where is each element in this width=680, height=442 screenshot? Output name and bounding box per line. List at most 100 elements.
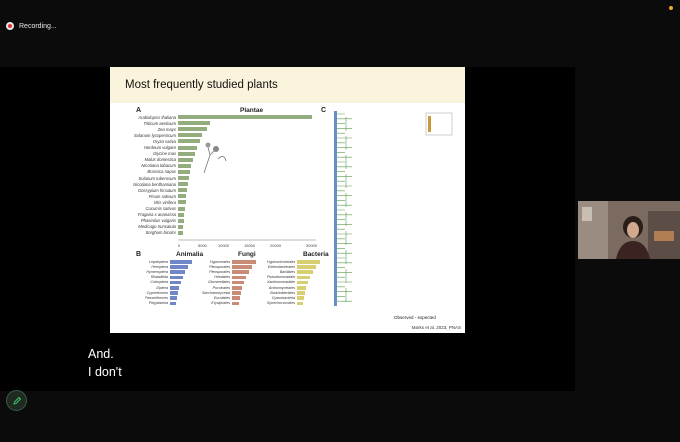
animalia-title: Animalia [176,251,204,258]
slide-citation: Marks et al. 2023, PNAS [411,325,461,330]
x-tick-20000: 20000 [270,243,282,248]
bacteria-bar [297,291,305,295]
species-bar [178,176,189,180]
bacteria-bar [297,280,308,285]
fungi-label: Saccharomycetales [202,290,230,295]
plantae-x-axis [178,239,316,241]
bacteria-title: Bacteria [303,251,329,258]
fungi-bar [232,265,252,269]
bacteria-label: Burkholderiales [270,290,295,295]
species-bar [178,121,211,126]
fungi-bar [232,260,256,264]
x-tick-0: 0 [178,243,181,248]
animalia-label: Hymenoptera [146,269,168,274]
panel-c-letter: C [321,107,327,114]
species-bar [178,188,188,193]
caption-line-2: I don't [88,365,122,379]
recording-status: Recording... [6,18,57,34]
fungi-label: Eurotiales [214,295,230,300]
animalia-label: Hemiptera [151,264,168,269]
observed-expected-label: Observed - expected [394,315,436,320]
animalia-bar [170,280,181,285]
species-bar [178,151,195,156]
animalia-label: Lepidoptera [149,259,168,264]
presentation-slide: Most frequently studied plants A Plantae… [110,67,465,333]
bacteria-label: Synechococcales [267,301,295,306]
annotate-button[interactable] [6,390,27,411]
animalia-bar [170,286,179,290]
species-label: Sorghum bicolor [145,230,177,236]
species-label: Malus domestica [144,157,176,163]
bacteria-label: Actinomycetales [268,285,295,290]
fungi-bar [232,280,244,285]
fungi-label: Glomerellales [208,280,230,285]
fungi-label: Helotiales [214,275,230,280]
panel-b-letter: B [136,251,142,258]
species-label: Zea mays [157,126,176,132]
species-label: Solanum tuberosum [138,175,176,181]
bacteria-label: Bacillales [279,269,295,274]
species-bar [178,163,192,168]
species-label: Arabidopsis thaliana [138,114,176,120]
x-tick-10000: 10000 [218,243,230,248]
plant-silhouette-icons [203,142,227,174]
pencil-icon [12,396,21,405]
animalia-bar [170,265,188,269]
slide-title: Most frequently studied plants [110,67,465,103]
species-bar [178,115,312,119]
x-tick-5000: 5000 [198,243,207,248]
bacteria-bar [297,265,316,269]
panel-a-letter: A [136,107,142,114]
phylogenetic-tree [334,111,453,306]
animalia-bar [170,296,177,300]
bacteria-bar [297,301,303,306]
bacteria-label: Xanthomonadales [267,280,295,285]
fungi-label: Pleosporales [209,269,230,274]
species-label: Hordeum vulgare [143,145,176,150]
fungi-bar [232,301,239,306]
x-tick-30000: 30000 [306,243,318,248]
species-label: Solanum lycopersicum [133,132,176,138]
x-tick-15000: 15000 [244,243,256,248]
species-label: Glycine max [152,151,176,157]
fungi-bar [232,270,249,274]
species-bar [178,218,184,223]
animalia-bar [170,291,178,295]
fungi-label: Puccinales [212,285,230,290]
bacteria-label: Hyphomicrobiales [267,259,295,264]
animalia-bar [170,260,192,264]
animalia-label: Polyplacinia [148,301,168,306]
fungi-label: Pleosporales [209,264,230,269]
plantae-title: Plantae [240,107,264,114]
animalia-label: Passeriformes [145,295,168,300]
species-label: Triticum aestivum [143,120,177,126]
animalia-label: Cyprinformes [146,290,168,295]
bacteria-label: Enterobacterales [267,264,295,269]
caption-line-1: And. [88,347,114,361]
participant-video-tile[interactable] [578,201,680,259]
live-caption: And. I don't [88,345,122,381]
fungi-label: Erysiphales [211,301,230,306]
animalia-label: Coleoptera [150,280,168,285]
participant-video-frame [578,201,680,259]
animalia-bar [170,270,185,274]
record-icon [6,22,14,30]
fungi-bar [232,275,246,280]
bacteria-label: Pseudomonadales [267,275,295,280]
fungi-title: Fungi [238,251,256,258]
species-bar [178,145,197,150]
species-label: Phaseolus vulgaris [140,218,176,224]
bacteria-bar [297,286,306,290]
animalia-label: Rhabditida [150,275,168,280]
species-bar [178,212,185,217]
fungi-bar [232,291,241,295]
species-label: Nicotiana benthamiana [133,181,176,187]
animalia-bar [170,275,183,280]
bacteria-bar [297,275,310,280]
species-label: Medicago truncatula [138,224,176,230]
fungi-bar [232,286,242,290]
species-bar [178,206,185,211]
species-label: Pisum sativum [148,193,176,199]
bacteria-bar [297,260,320,264]
